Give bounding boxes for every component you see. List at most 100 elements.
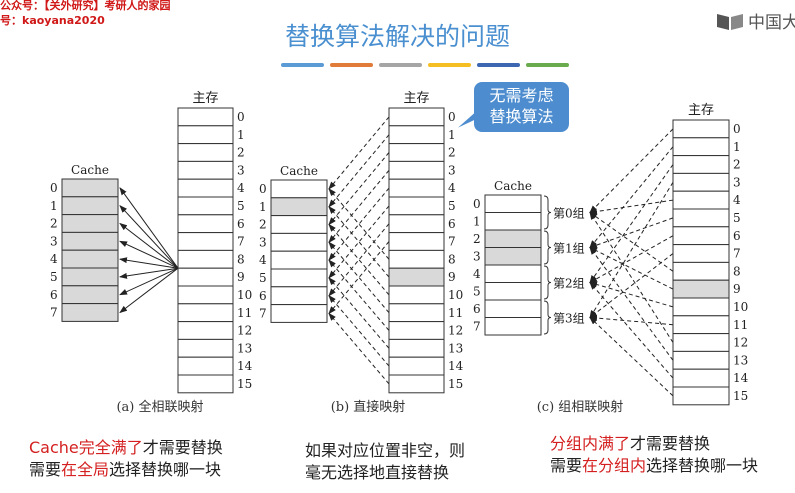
memory-block-a-6: [177, 214, 234, 234]
mapping-arrow-c-10: [589, 281, 674, 308]
memory-block-c-6: [672, 226, 730, 246]
cache-index-b-4: 4: [259, 253, 267, 267]
speech-bubble: 无需考虑 替换算法: [474, 82, 569, 132]
mapping-arrow-b-9: [328, 205, 390, 278]
note-set-associative: 分组内满了才需要替换 需要在分组内选择替换哪一块: [550, 433, 758, 477]
title-bar-0: [281, 63, 324, 67]
cache-line-b-3: [270, 232, 328, 252]
mapping-arrow-b-7: [328, 241, 390, 315]
cache-index-c-6: 6: [473, 302, 481, 316]
memory-index-b-3: 3: [448, 163, 456, 177]
memory-index-a-3: 3: [237, 163, 245, 177]
mapping-arrow-c-15: [589, 316, 674, 397]
note-b-l2: 毫无选择地直接替换: [305, 463, 450, 482]
memory-block-b-13: [388, 338, 445, 358]
mapping-arrow-b-3: [328, 169, 390, 244]
cache-line-c-0: [484, 194, 542, 213]
memory-label-b: 主存: [403, 91, 429, 106]
mapping-arrow-b-4: [328, 187, 390, 261]
memory-block-a-8: [177, 249, 234, 269]
cache-line-b-2: [270, 215, 328, 234]
cache-line-a-7: [61, 303, 119, 322]
memory-index-b-15: 15: [448, 377, 463, 391]
cache-index-c-3: 3: [473, 250, 481, 264]
cache-index-b-7: 7: [259, 307, 267, 321]
memory-index-a-2: 2: [237, 146, 245, 160]
cache-line-c-5: [484, 282, 542, 301]
note-b-l1: 如果对应位置非空，则: [305, 441, 466, 460]
memory-block-c-0: [672, 119, 730, 139]
memory-block-b-9: [388, 267, 445, 287]
memory-block-a-9: [177, 267, 234, 287]
cache-index-a-0: 0: [50, 181, 58, 195]
title-bar-5: [526, 63, 569, 67]
group-label-2: 第2组: [553, 277, 585, 291]
memory-index-a-12: 12: [237, 324, 252, 338]
memory-block-a-14: [177, 356, 234, 376]
memory-index-c-1: 1: [733, 140, 741, 154]
cache-index-a-7: 7: [50, 306, 58, 320]
cache-line-a-5: [61, 267, 119, 287]
mapping-arrow-c-3: [589, 182, 674, 319]
memory-index-b-5: 5: [448, 199, 456, 213]
memory-index-a-11: 11: [237, 306, 252, 320]
memory-block-a-7: [177, 232, 234, 251]
mapping-arrow-a-2: [119, 222, 179, 269]
cache-label-a: Cache: [71, 163, 109, 177]
memory-block-b-4: [388, 178, 445, 198]
memory-index-b-9: 9: [448, 270, 456, 284]
memory-block-b-7: [388, 232, 445, 251]
mapping-arrow-c-5: [589, 217, 674, 248]
cache-line-a-3: [61, 231, 119, 251]
title-bar-1: [330, 63, 373, 67]
logo: 中国大: [715, 8, 795, 33]
memory-block-c-10: [672, 297, 730, 317]
mapping-arrow-a-7: [119, 267, 179, 314]
group-brace-0: [543, 195, 552, 230]
cache-label-c: Cache: [494, 179, 532, 193]
memory-index-b-1: 1: [448, 128, 456, 142]
memory-index-a-5: 5: [237, 199, 245, 213]
cache-line-b-4: [270, 250, 328, 270]
cache-index-c-7: 7: [473, 320, 481, 334]
mapping-arrow-a-6: [119, 267, 179, 296]
memory-block-c-13: [672, 350, 730, 370]
mapping-arrow-c-14: [589, 281, 674, 379]
cache-index-b-5: 5: [259, 271, 267, 285]
title-bar-3: [428, 63, 471, 67]
memory-index-b-4: 4: [448, 181, 456, 195]
memory-index-b-7: 7: [448, 235, 456, 249]
memory-index-b-2: 2: [448, 146, 456, 160]
cache-line-c-4: [484, 264, 542, 283]
note-a-l2-pre: 需要: [29, 460, 62, 479]
memory-index-a-4: 4: [237, 181, 245, 195]
memory-block-b-6: [388, 214, 445, 234]
memory-block-b-12: [388, 321, 445, 340]
memory-index-b-14: 14: [448, 359, 464, 373]
note-a-l2-rest: 选择替换哪一块: [109, 460, 222, 479]
group-brace-3: [543, 300, 552, 335]
memory-block-b-14: [388, 356, 445, 376]
memory-index-a-9: 9: [237, 270, 245, 284]
memory-index-b-10: 10: [448, 288, 463, 302]
memory-index-c-4: 4: [733, 193, 741, 207]
cache-line-b-6: [270, 286, 328, 306]
memory-block-c-9: [672, 279, 730, 299]
group-label-0: 第0组: [553, 207, 585, 221]
memory-block-c-3: [672, 172, 730, 192]
memory-index-b-8: 8: [448, 252, 456, 266]
cache-index-c-1: 1: [473, 215, 481, 229]
memory-index-c-6: 6: [733, 229, 741, 243]
memory-index-b-13: 13: [448, 341, 463, 355]
bubble-line-1: 无需考虑: [489, 86, 554, 105]
memory-block-c-7: [672, 244, 730, 263]
memory-index-c-5: 5: [733, 211, 741, 225]
title-bar-2: [379, 63, 422, 67]
note-a-l1-red: Cache完全满了: [29, 438, 143, 457]
caption-a: (a) 全相联映射: [116, 399, 203, 415]
cache-index-c-5: 5: [473, 285, 481, 299]
memory-block-a-4: [177, 178, 234, 198]
mapping-arrow-b-10: [328, 223, 390, 296]
group-brace-1: [543, 230, 552, 265]
mapping-arrow-b-15: [328, 312, 390, 385]
